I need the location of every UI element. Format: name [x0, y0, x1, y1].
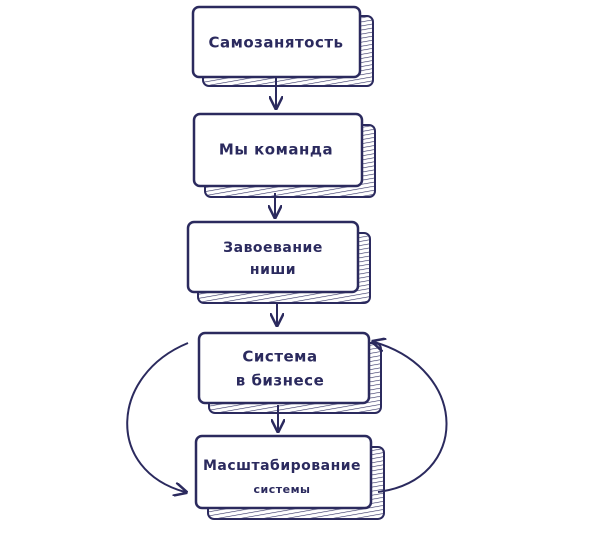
step-label-line: в бизнесе: [236, 372, 325, 390]
step-label-line: Система: [242, 348, 317, 366]
step-niche-conquest: Завоевание ниши: [186, 220, 371, 304]
loop-arrow-right: [374, 342, 448, 493]
step-box: [192, 112, 364, 188]
step-label-line: ниши: [250, 262, 296, 278]
step-box: [197, 331, 371, 405]
step-label-line: Самозанятость: [208, 34, 343, 52]
step-we-are-team: Мы команда: [192, 112, 376, 198]
step-self-employment: Самозанятость: [191, 5, 374, 87]
loop-arrow-left: [126, 342, 188, 492]
step-label-line: Мы команда: [219, 141, 333, 159]
step-box: [186, 220, 360, 294]
step-box: [194, 434, 373, 510]
step-business-system: Система в бизнесе: [197, 331, 382, 414]
step-label-line: Завоевание: [223, 240, 323, 256]
step-label-line: системы: [253, 483, 310, 496]
step-label-line: Масштабирование: [203, 458, 361, 474]
step-scaling-system: Масштабирование системы: [194, 434, 385, 520]
